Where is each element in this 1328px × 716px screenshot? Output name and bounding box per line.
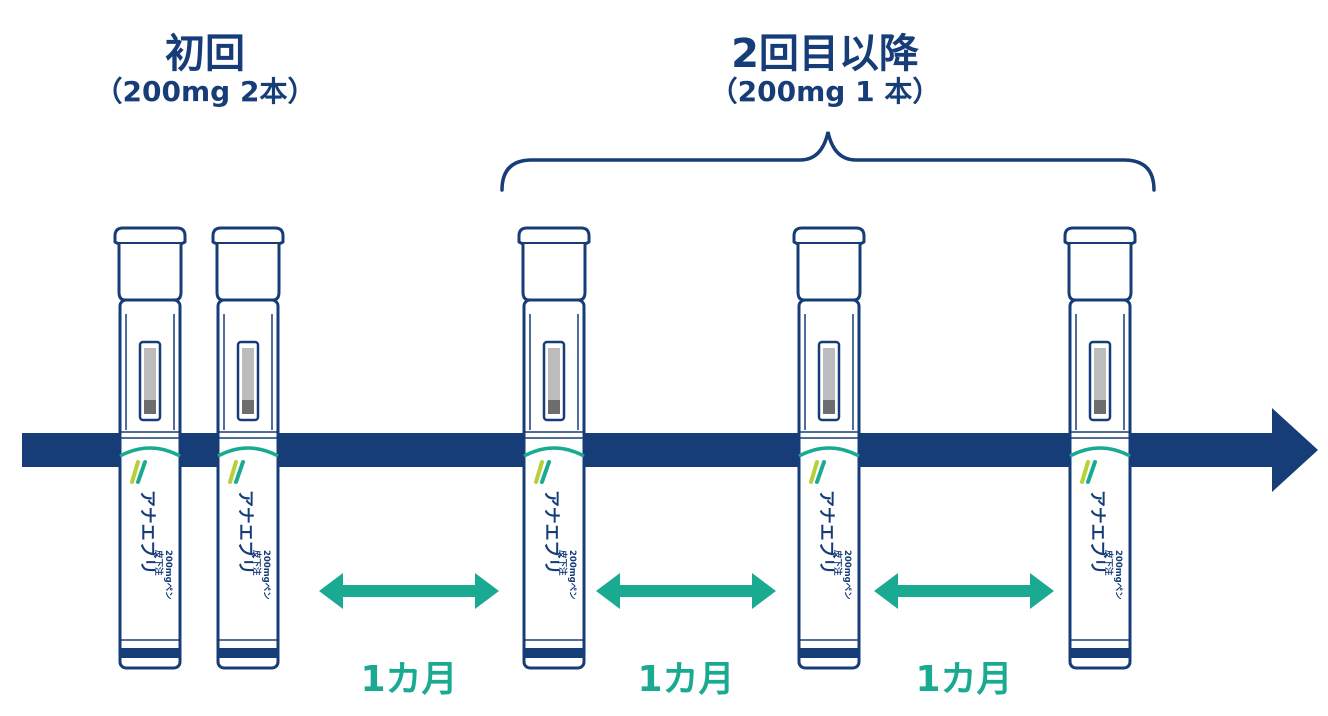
svg-text:皮下注: 皮下注 (557, 549, 568, 576)
subsequent-doses-heading: 2回目以降 （200mg 1 本） (640, 32, 1010, 108)
subsequent-doses-title: 2回目以降 (731, 31, 919, 77)
svg-text:皮下注: 皮下注 (1103, 549, 1114, 576)
subsequent-doses-detail: （200mg 1 本） (709, 75, 941, 108)
pen-dose-4: アナエブリ 皮下注 200mgペン (1063, 226, 1137, 670)
first-dose-detail: （200mg 2本） (94, 75, 316, 108)
pen-brand-label: アナエブリ (816, 490, 837, 575)
pen-dose-1b: アナエブリ 皮下注 200mgペン (211, 226, 285, 670)
pen-brand-label: アナエブリ (235, 490, 256, 575)
pen-dose-2: アナエブリ 皮下注 200mgペン (517, 226, 591, 670)
svg-text:200mgペン: 200mgペン (842, 550, 852, 600)
svg-text:200mgペン: 200mgペン (261, 550, 271, 600)
svg-text:皮下注: 皮下注 (832, 549, 843, 576)
svg-text:200mgペン: 200mgペン (1113, 550, 1123, 600)
double-arrow-icon (874, 573, 1054, 609)
pen-brand-label: アナエブリ (137, 490, 158, 575)
pen-dose-3: アナエブリ 皮下注 200mgペン (792, 226, 866, 670)
pen-brand-label: アナエブリ (1087, 490, 1108, 575)
svg-text:皮下注: 皮下注 (251, 549, 262, 576)
pen-dose-1a: アナエブリ 皮下注 200mgペン (113, 226, 187, 670)
svg-text:200mgペン: 200mgペン (163, 550, 173, 600)
svg-text:皮下注: 皮下注 (153, 549, 164, 576)
pen-brand-label: アナエブリ (541, 490, 562, 575)
subsequent-bracket (500, 131, 1156, 192)
double-arrow-icon (319, 573, 499, 609)
svg-text:200mgペン: 200mgペン (567, 550, 577, 600)
interval-label: 1カ月 (360, 659, 458, 700)
first-dose-title: 初回 (165, 31, 245, 77)
double-arrow-icon (596, 573, 776, 609)
interval-label: 1カ月 (637, 659, 735, 700)
first-dose-heading: 初回 （200mg 2本） (70, 32, 340, 108)
interval-label: 1カ月 (915, 659, 1013, 700)
